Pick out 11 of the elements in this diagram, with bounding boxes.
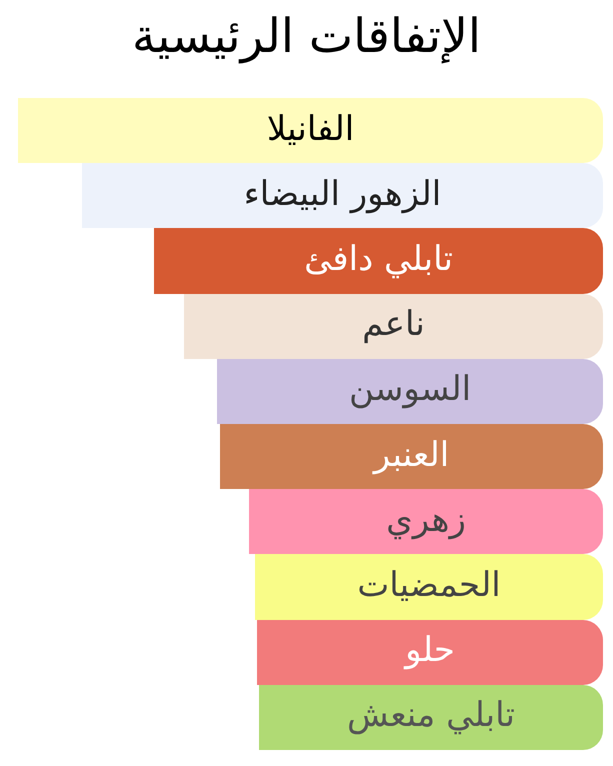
bar: السوسن xyxy=(217,358,603,424)
title: الإتفاقات الرئيسية xyxy=(132,8,481,66)
bar: الزهور البيضاء xyxy=(82,163,603,228)
bar: العنبر xyxy=(220,424,603,490)
bar: تابلي دافئ xyxy=(154,228,603,294)
bar: الحمضيات xyxy=(255,554,603,620)
bar: ناعم xyxy=(184,294,603,359)
bar: زهري xyxy=(249,489,603,554)
bar: الفانيلا xyxy=(18,98,603,164)
bar: حلو xyxy=(257,620,603,685)
bar: تابلي منعش xyxy=(259,684,603,750)
